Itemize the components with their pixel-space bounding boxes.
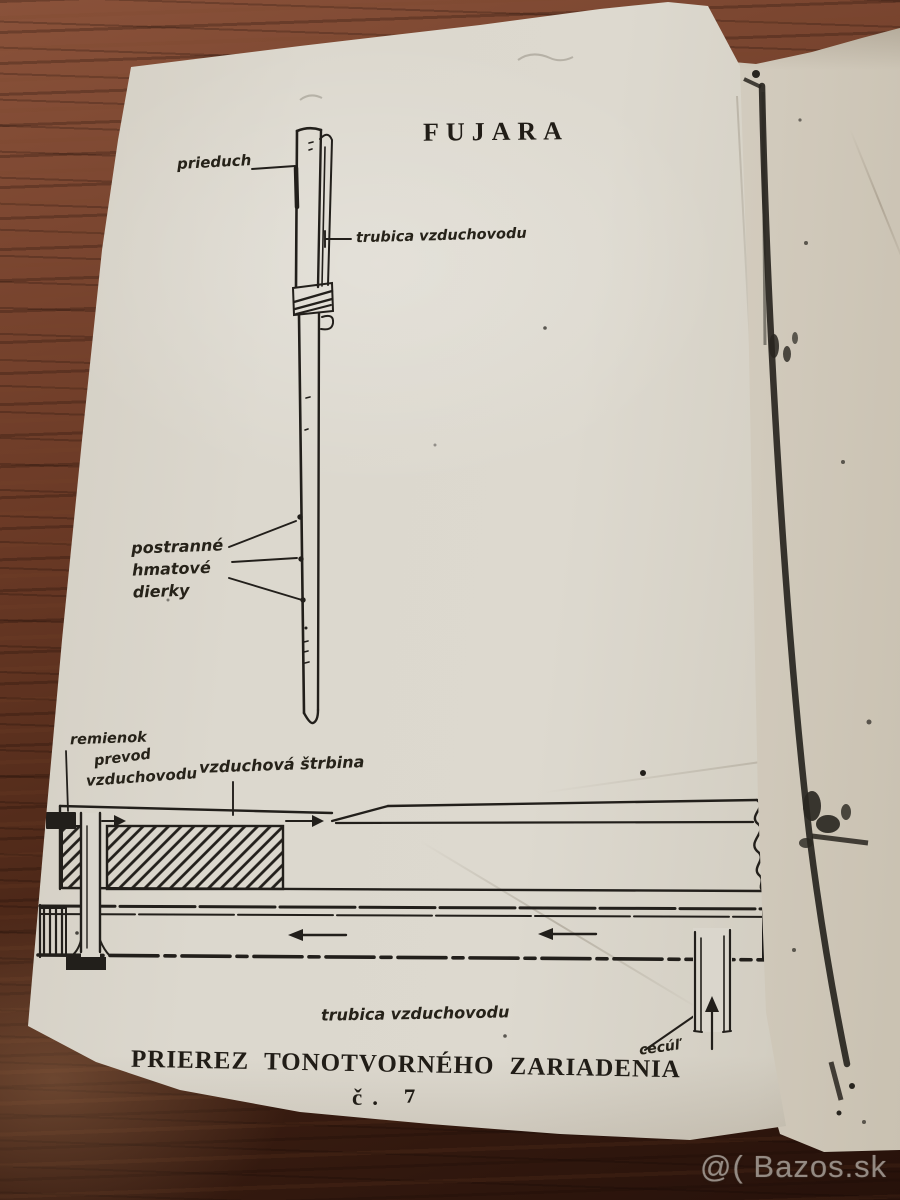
up-arrow-head xyxy=(705,996,719,1012)
label-postranne: postranné xyxy=(130,535,224,558)
label-prevod: prevod xyxy=(93,746,152,770)
cord-wrap xyxy=(291,281,335,317)
trubica-top-pointer xyxy=(324,230,352,248)
label-finger-holes-group: postranné hmatové dierky xyxy=(130,535,225,602)
label-trubica-vzduchovodu-top: trubica vzduchovodu xyxy=(355,225,527,247)
duct-foot xyxy=(66,957,106,970)
page-crease-diagonal xyxy=(419,840,704,1012)
duct-occluder xyxy=(81,813,100,959)
right-page-crease xyxy=(849,128,900,278)
remienok-pointer xyxy=(65,750,69,812)
bazos-watermark: @( Bazos.sk xyxy=(700,1149,888,1184)
label-dierky: dierky xyxy=(132,580,190,602)
label-prieduch: prieduch xyxy=(176,151,252,173)
flute-top-cap xyxy=(295,126,323,133)
label-vzduchovodu: vzduchovodu xyxy=(85,764,198,790)
finger-holes xyxy=(297,514,308,630)
fipple-plug-block xyxy=(105,824,285,891)
figure-title: FUJARA xyxy=(422,116,570,147)
left-hatched-block xyxy=(61,825,85,889)
air-duct-tube xyxy=(319,133,334,286)
offset-print-blotches xyxy=(752,70,872,1124)
label-remienok: remienok xyxy=(69,729,148,749)
finger-hole-pointers xyxy=(228,520,303,601)
pipe-occluder xyxy=(693,928,732,1032)
flute-bottom-cap xyxy=(302,708,320,725)
label-hmatove: hmatové xyxy=(131,557,212,580)
pencil-smudges xyxy=(299,53,574,101)
strap-end-black xyxy=(46,812,76,829)
ink-smudge xyxy=(293,165,300,210)
ink-specks xyxy=(75,326,646,1038)
page-crease-horizontal xyxy=(539,759,768,794)
flute-front-view xyxy=(228,126,352,725)
figure-caption: PRIEREZ TONOTVORNÉHO ZARIADENIA xyxy=(130,1045,682,1084)
airflow-arrows xyxy=(101,815,598,941)
vertical-air-duct xyxy=(69,811,111,958)
label-trubica-vzduchovodu-bottom: trubica vzduchovodu xyxy=(320,1002,510,1025)
label-vzduchova-strbina: vzduchová štrbina xyxy=(198,752,365,777)
cecul-pipe xyxy=(693,928,732,1051)
figure-number: č. 7 xyxy=(352,1085,426,1110)
bottom-left-plug xyxy=(39,907,67,956)
prieduch-pointer xyxy=(251,165,296,170)
duct-nub xyxy=(320,314,335,331)
